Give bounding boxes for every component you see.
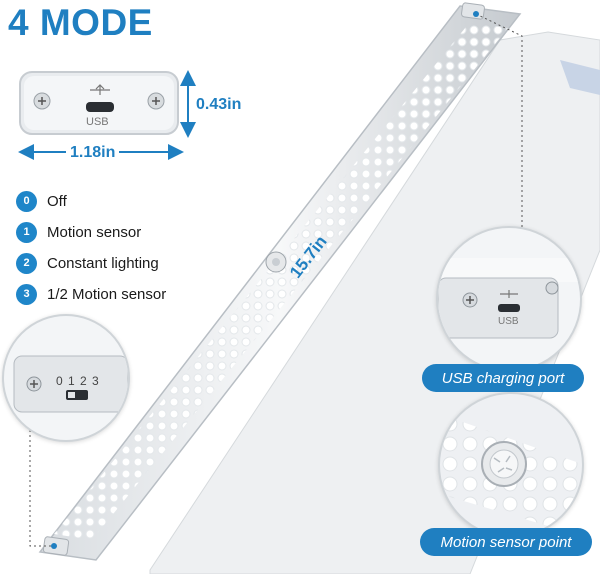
switch-endcap-illustration [13, 355, 128, 413]
width-dimension-label: 1.18in [66, 144, 120, 162]
mode-item-half-motion-sensor: 3 1/2 Motion sensor [16, 283, 166, 305]
motion-sensor-zoom [438, 392, 584, 538]
switch-position-numbers: 0 1 2 3 [56, 374, 100, 388]
mode-label: Constant lighting [47, 254, 159, 272]
mode-number-badge: 1 [16, 221, 37, 243]
mode-number-badge: 2 [16, 252, 37, 274]
usb-port-zoom: USB [436, 226, 582, 372]
usb-port-endcap-illustration [438, 258, 580, 339]
motion-sensor-illustration [440, 414, 582, 536]
mode-item-constant-lighting: 2 Constant lighting [16, 252, 159, 274]
mode-label: Motion sensor [47, 223, 142, 241]
mode-label: 1/2 Motion sensor [47, 285, 167, 303]
height-dimension-label: 0.43in [196, 96, 242, 113]
mode-number-badge: 0 [16, 190, 37, 212]
motion-sensor-point-callout: Motion sensor point [420, 528, 592, 556]
mode-switch-zoom: 0 1 2 3 [2, 314, 130, 442]
mode-number-badge: 3 [16, 283, 37, 305]
mode-item-off: 0 Off [16, 190, 67, 212]
mode-item-motion-sensor: 1 Motion sensor [16, 221, 141, 243]
usb-charging-port-callout: USB charging port [422, 364, 584, 392]
mode-label: Off [47, 192, 67, 210]
usb-zoom-port-label: USB [498, 316, 519, 327]
